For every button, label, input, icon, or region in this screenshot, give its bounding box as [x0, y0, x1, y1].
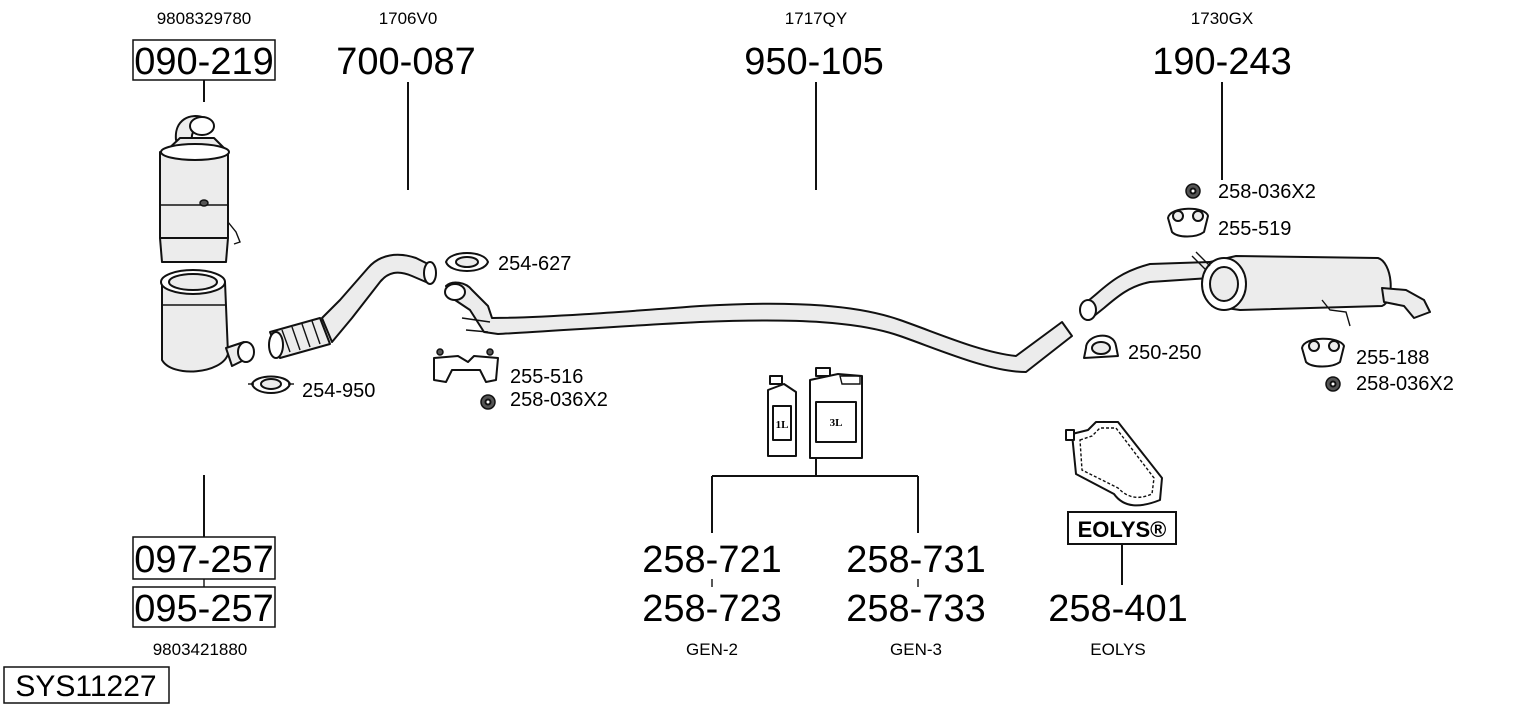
oem-cat-top: 9808329780: [157, 9, 252, 28]
part-190-243[interactable]: 190-243: [1152, 41, 1291, 83]
oem-rear: 1730GX: [1191, 9, 1253, 28]
front-pipe[interactable]: [268, 253, 437, 359]
eolys-pouch-icon[interactable]: [1065, 421, 1163, 507]
label-255-516[interactable]: 255-516: [510, 366, 583, 388]
label-254-950[interactable]: 254-950: [302, 380, 375, 402]
leader-lines: [203, 80, 1223, 587]
nut-258-036-rear-bottom[interactable]: [1325, 376, 1341, 392]
box-097-257: [132, 536, 276, 580]
part-258-401[interactable]: 258-401: [1048, 588, 1187, 630]
oem-front: 1706V0: [379, 9, 438, 28]
eolys-logo: EOLYS®: [1078, 517, 1167, 542]
hanger-255-188[interactable]: [1301, 337, 1345, 368]
hanger-255-519[interactable]: [1167, 207, 1209, 238]
gen-2-label: GEN-2: [686, 640, 738, 659]
rear-silencer[interactable]: [1079, 251, 1431, 327]
gen-3-label: GEN-3: [890, 640, 942, 659]
nut-258-036-rear-top[interactable]: [1185, 183, 1201, 199]
part-095-257[interactable]: 095-257: [134, 588, 273, 630]
oem-cat-bottom: 9803421880: [153, 640, 248, 659]
catalyst-assembly[interactable]: [159, 115, 255, 373]
can-3l-label: 3L: [830, 417, 843, 429]
hanger-255-516[interactable]: [433, 348, 499, 383]
box-system-id: [3, 666, 170, 704]
nut-258-036-front[interactable]: [480, 394, 496, 410]
label-255-519[interactable]: 255-519: [1218, 218, 1291, 240]
oem-middle: 1717QY: [785, 9, 847, 28]
can-3l-icon[interactable]: 3L: [809, 367, 863, 459]
part-258-733[interactable]: 258-733: [846, 588, 985, 630]
part-258-731[interactable]: 258-731: [846, 539, 985, 581]
eolys-logo-box: [1067, 511, 1177, 545]
clamp-254-627[interactable]: [445, 252, 489, 272]
bottle-1l-label: 1L: [776, 419, 789, 431]
system-id: SYS11227: [15, 670, 156, 703]
part-090-219[interactable]: 090-219: [134, 41, 273, 83]
label-258-036-rear-top[interactable]: 258-036X2: [1218, 181, 1316, 203]
label-250-250[interactable]: 250-250: [1128, 342, 1201, 364]
part-097-257[interactable]: 097-257: [134, 539, 273, 581]
label-254-627[interactable]: 254-627: [498, 253, 571, 275]
part-258-723[interactable]: 258-723: [642, 588, 781, 630]
label-258-036-front[interactable]: 258-036X2: [510, 389, 608, 411]
label-255-188[interactable]: 255-188: [1356, 347, 1429, 369]
labels: 9808329780 090-219 1706V0 700-087 1717QY…: [15, 9, 1453, 703]
eolys-label: EOLYS: [1090, 640, 1145, 659]
box-090-219: [132, 39, 276, 81]
middle-pipe[interactable]: [444, 281, 1073, 373]
label-258-036-rear-bottom[interactable]: 258-036X2: [1356, 373, 1454, 395]
box-095-257: [132, 586, 276, 628]
bottle-1l-icon[interactable]: 1L: [767, 375, 797, 457]
part-258-721[interactable]: 258-721: [642, 539, 781, 581]
clamp-250-250[interactable]: [1083, 334, 1119, 359]
clamp-254-950[interactable]: [248, 375, 294, 394]
part-700-087[interactable]: 700-087: [336, 41, 475, 83]
part-950-105[interactable]: 950-105: [744, 41, 883, 83]
